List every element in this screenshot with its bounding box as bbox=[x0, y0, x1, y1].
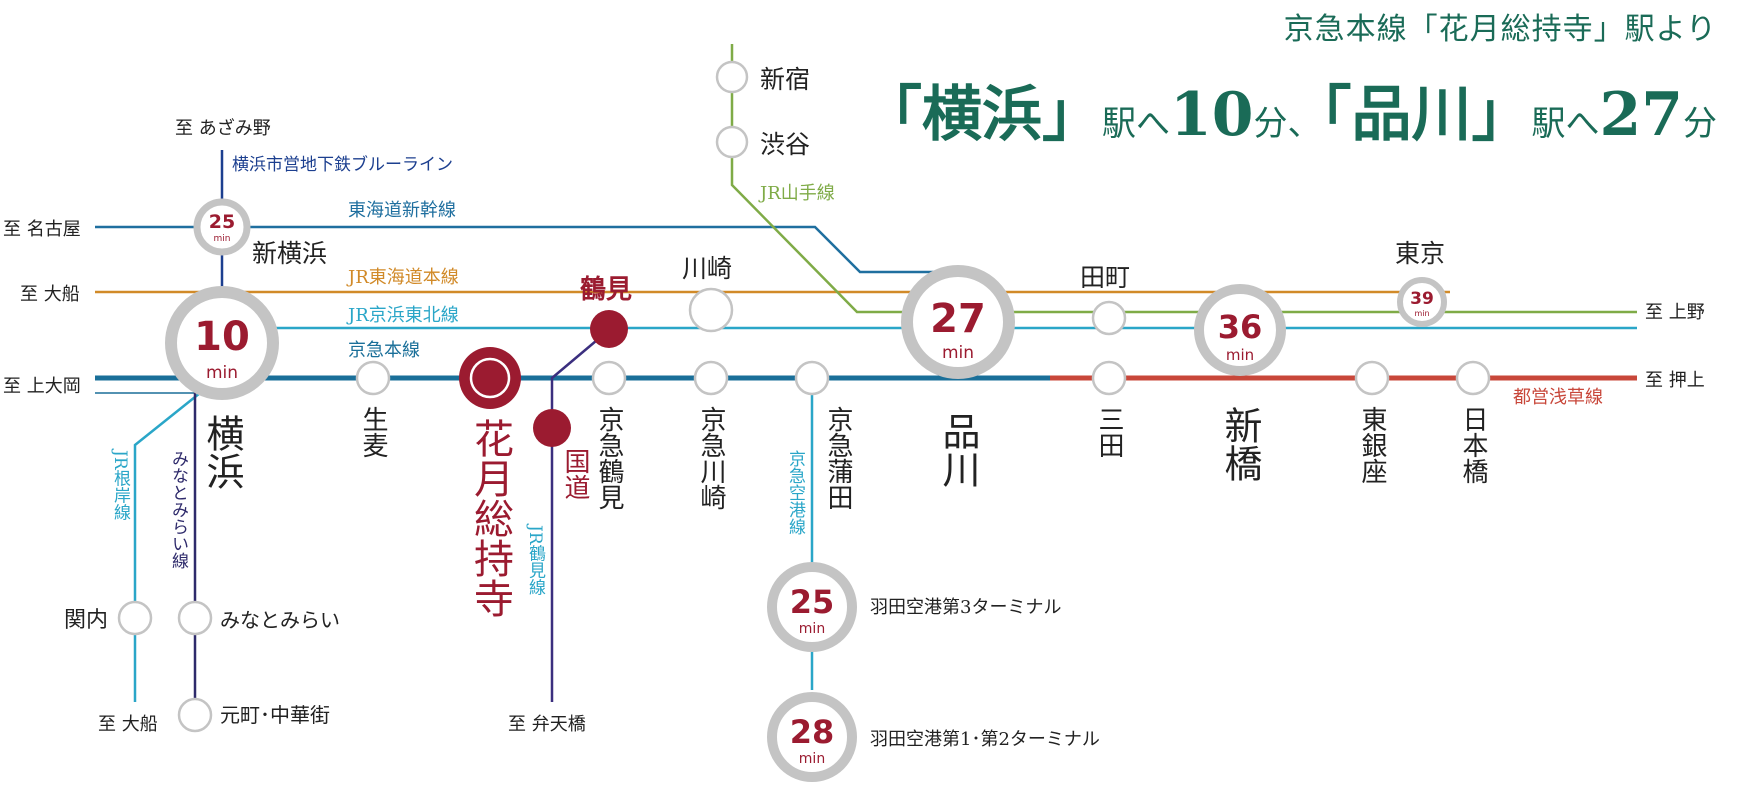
label-asakusa: 都営浅草線 bbox=[1513, 387, 1603, 408]
station-higashiginza-marker bbox=[1354, 360, 1390, 396]
badge-tokyo-unit: min bbox=[1414, 309, 1429, 318]
badge-yokohama: 10 min bbox=[165, 286, 279, 400]
badge-tokyo-time: 39 bbox=[1410, 289, 1434, 309]
badge-haneda3-unit: min bbox=[799, 621, 825, 637]
station-minatomirai: みなとみらい bbox=[220, 608, 340, 632]
headline-line1: 京急本線「花月総持寺」駅より bbox=[1283, 12, 1717, 47]
headline-yokohama: 「横浜」 bbox=[862, 80, 1102, 150]
badge-shinagawa-unit: min bbox=[942, 343, 974, 363]
station-haneda3: 羽田空港第3ターミナル bbox=[870, 597, 1061, 618]
dest-kamiooka: 至 上大岡 bbox=[3, 376, 81, 397]
station-higashiginza: 東銀座 bbox=[1357, 406, 1387, 484]
headline-time-yokohama: 10 bbox=[1170, 80, 1254, 150]
dest-azamino: 至 あざみ野 bbox=[175, 117, 271, 139]
station-shinagawa: 品川 bbox=[936, 412, 980, 488]
badge-shimbashi: 36 min bbox=[1194, 284, 1286, 376]
station-kagetsu: 花月総持寺 bbox=[467, 418, 513, 618]
station-shinjuku: 新宿 bbox=[760, 65, 810, 94]
headline-shinagawa: 「品川」 bbox=[1321, 80, 1532, 150]
badge-shinyokohama-time: 25 bbox=[209, 211, 235, 233]
headline-fun1: 分、 bbox=[1253, 104, 1322, 144]
badge-haneda12-time: 28 bbox=[790, 713, 835, 751]
station-keikyu-kawasaki-marker bbox=[693, 360, 729, 396]
station-minatomirai-marker bbox=[177, 600, 213, 636]
station-mita-marker bbox=[1091, 360, 1127, 396]
station-shimbashi: 新橋 bbox=[1218, 406, 1262, 482]
label-minatomirai-line: みなとみらい線 bbox=[168, 450, 189, 569]
station-keikyu-kawasaki: 京急川崎 bbox=[696, 406, 726, 510]
station-kokudo: 国道 bbox=[560, 448, 590, 500]
label-negishi: JR根岸線 bbox=[110, 448, 131, 521]
dest-oshiage: 至 押上 bbox=[1645, 370, 1705, 391]
station-tamachi-marker bbox=[1091, 300, 1127, 336]
station-keikyu-tsurumi: 京急鶴見 bbox=[594, 406, 624, 510]
headline-eki1: 駅へ bbox=[1102, 104, 1170, 144]
label-airport: 京急空港線 bbox=[785, 450, 806, 535]
badge-tokyo: 39 min bbox=[1397, 277, 1447, 327]
station-shibuya-marker bbox=[715, 125, 749, 159]
station-motomachi-marker bbox=[177, 697, 213, 733]
badge-haneda12: 28 min bbox=[767, 692, 857, 782]
badge-shinyokohama-unit: min bbox=[214, 234, 231, 244]
badge-haneda3-time: 25 bbox=[790, 583, 835, 621]
station-mita: 三田 bbox=[1094, 406, 1124, 458]
dest-nagoya: 至 名古屋 bbox=[3, 219, 81, 240]
badge-haneda3: 25 min bbox=[767, 562, 857, 652]
station-kagetsu-marker-inner bbox=[469, 357, 511, 399]
station-kannai: 関内 bbox=[64, 608, 108, 633]
label-keikyu: 京急本線 bbox=[348, 340, 420, 361]
badge-shinyokohama: 25 min bbox=[193, 198, 251, 256]
station-keikyu-kamata-marker bbox=[794, 360, 830, 396]
station-kagetsu-marker bbox=[459, 347, 521, 409]
label-shinkansen: 東海道新幹線 bbox=[348, 200, 456, 221]
station-kawasaki: 川崎 bbox=[682, 254, 732, 283]
dest-bentenbashi: 至 弁天橋 bbox=[508, 714, 586, 735]
station-haneda12: 羽田空港第1･第2ターミナル bbox=[870, 729, 1100, 750]
station-namamugi-marker bbox=[355, 360, 391, 396]
station-nihombashi: 日本橋 bbox=[1458, 406, 1488, 484]
station-keikyu-tsurumi-marker bbox=[591, 360, 627, 396]
station-shibuya: 渋谷 bbox=[760, 130, 810, 159]
dest-ofuna: 至 大船 bbox=[20, 284, 80, 305]
station-kawasaki-marker bbox=[688, 287, 734, 333]
badge-yokohama-unit: min bbox=[206, 363, 238, 383]
station-namamugi: 生麦 bbox=[358, 406, 388, 458]
station-keikyu-kamata: 京急蒲田 bbox=[823, 406, 853, 510]
badge-haneda12-unit: min bbox=[799, 751, 825, 767]
headline-time-shinagawa: 27 bbox=[1599, 80, 1684, 150]
station-nihombashi-marker bbox=[1455, 360, 1491, 396]
label-tsurumi-line: JR鶴見線 bbox=[525, 523, 546, 596]
badge-shimbashi-time: 36 bbox=[1218, 308, 1263, 346]
station-kannai-marker bbox=[117, 600, 153, 636]
label-tokaido: JR東海道本線 bbox=[346, 267, 459, 288]
station-shinyokohama: 新横浜 bbox=[252, 239, 327, 268]
station-tsurumi-marker bbox=[590, 310, 628, 348]
station-shinjuku-marker bbox=[715, 60, 749, 94]
label-keihin: JR京浜東北線 bbox=[346, 305, 459, 326]
dest-ofuna2: 至 大船 bbox=[98, 714, 158, 735]
station-motomachi: 元町･中華街 bbox=[220, 703, 330, 727]
station-yokohama: 横浜 bbox=[200, 414, 244, 490]
headline-eki2: 駅へ bbox=[1531, 104, 1600, 144]
dest-ueno: 至 上野 bbox=[1645, 302, 1705, 323]
shinkansen-line bbox=[95, 225, 955, 274]
label-yamanote: JR山手線 bbox=[758, 183, 835, 204]
station-tamachi: 田町 bbox=[1080, 263, 1130, 292]
station-tokyo: 東京 bbox=[1395, 239, 1445, 268]
badge-shimbashi-unit: min bbox=[1226, 346, 1254, 364]
headline-line2: 「横浜」駅へ10分、「品川」駅へ27分 bbox=[862, 66, 1717, 153]
label-blueline: 横浜市営地下鉄ブルーライン bbox=[232, 154, 453, 175]
station-kokudo-marker bbox=[533, 409, 571, 447]
badge-shinagawa-time: 27 bbox=[930, 296, 986, 342]
tsurumi-line bbox=[550, 329, 610, 702]
station-tsurumi: 鶴見 bbox=[580, 274, 632, 305]
badge-yokohama-time: 10 bbox=[194, 314, 250, 360]
headline-fun2: 分 bbox=[1683, 104, 1717, 144]
badge-shinagawa: 27 min bbox=[901, 265, 1015, 379]
